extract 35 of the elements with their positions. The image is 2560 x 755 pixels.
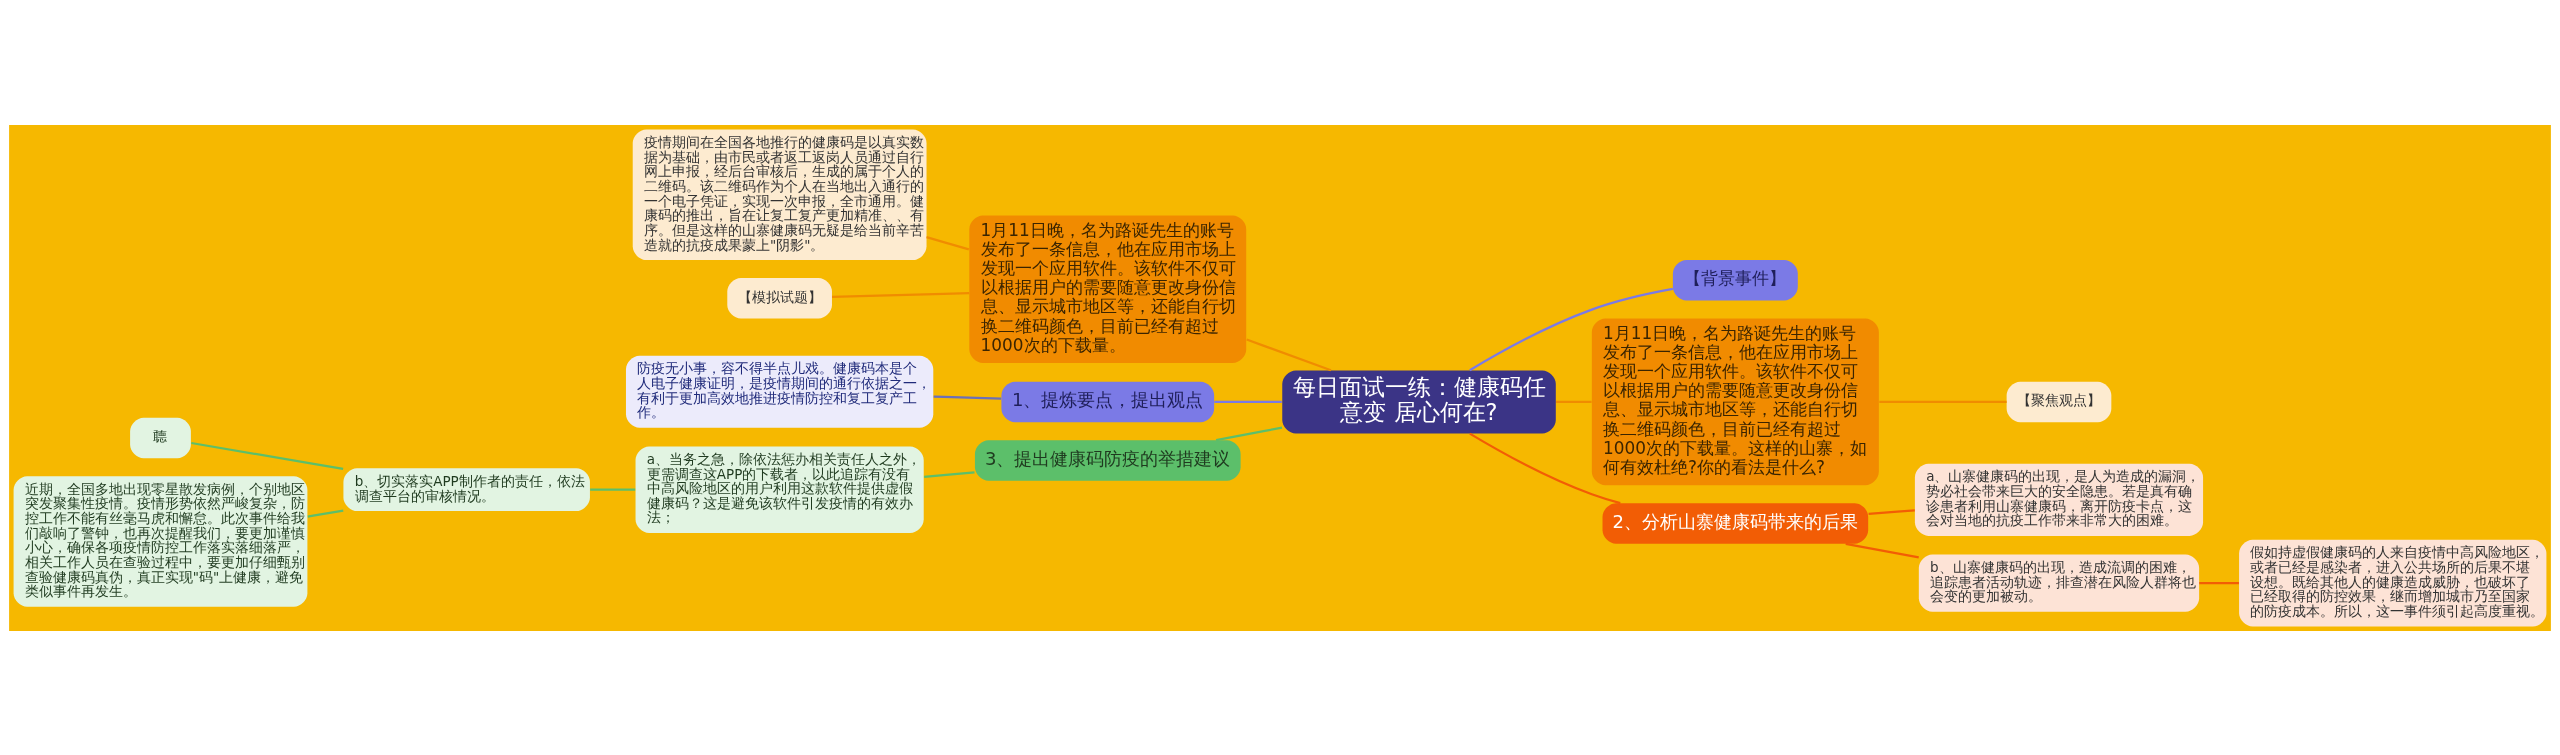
node-box: 【背景事件】 [1672,259,1798,301]
node-box: 聼 [130,417,191,458]
connector [1868,508,1915,515]
node-box: 每日面试一练：健康码任意变 居心何在? [1282,369,1556,433]
connector [1214,400,1282,403]
node-box: 防疫无小事，容不得半点儿戏。健康码本是个人电子健康证明，是疫情期间的通行依据之一，有利于更加高效地推进疫情防控和复工复产工作。 [625,355,934,428]
node-box: 2、分析山寨健康码带来的后果 [1602,502,1869,544]
node-box: 疫情期间在全国各地推行的健康码是以真实数据为基础，由市民或者返工返岗人员通过自行网上申报，经后台审核后，生成的属于个人的二维码。该二维码作为个人在当地出入通行的一个电子凭证，实现一次申报，全市通用。健康码的推出，旨在让复工复产更加精准、、有序。但是这样的山寨健康码无疑是给当前辛苦造就的抗疫成果蒙上"阴影"。 [632,129,927,260]
connector [924,470,975,478]
connector [1246,338,1332,371]
connector [926,235,970,250]
connector [1556,400,1592,403]
node-box: a、当务之急，除依法惩办相关责任人之外，更需调查这APP的下载者，以此追踪有没有中高风险地区的用户利用这款软件提供虚假健康码？这是避免该软件引发疫情的有效办法； [635,445,924,533]
connector [1845,542,1919,558]
node-box: 3、提出健康码防疫的举措建议 [974,439,1241,481]
node-box: 假如持虚假健康码的人来自疫情中高风险地区，或者已经是感染者，进入公共场所的后果不堪设想。既给其他人的健康造成威胁，也破坏了已经取得的防控效果，继而增加城市乃至国家的防疫成本。所以，这一事件须引起高度重视。 [2239,539,2547,626]
connector [590,488,636,491]
connector [933,394,1002,400]
connector [191,441,344,470]
node-box: 【模拟试题】 [727,277,832,319]
connector [1469,432,1621,504]
node-box: b、山寨健康码的出现，造成流调的困难，追踪患者活动轨迹，排查潜在风险人群将也会变的更加被动。 [1918,553,2200,612]
node-box: 1月11日晚，名为路诞先生的账号发布了一条信息，他在应用市场上发现一个应用软件。该软件不仅可以根据用户的需要随意更改身份信息、显示城市地区等，还能自行切换二维码颜色，目前已经有超过1000次的下载量。 [969,215,1247,363]
node-box: a、山寨健康码的出现，是人为造成的漏洞，势必社会带来巨大的安全隐患。若是真有确诊患者利用山寨健康码，离开防疫卡点，这会对当地的抗疫工作带来非常大的困难。 [1914,463,2204,536]
node-box: 1、提炼要点，提出观点 [1001,381,1215,422]
node-box: 1月11日晚，名为路诞先生的账号发布了一条信息，他在应用市场上发现一个应用软件。该软件不仅可以根据用户的需要随意更改身份信息、显示城市地区等，还能自行切换二维码颜色，目前已经有超过1000次的下载量。这样的山寨，如何有效杜绝?你的看法是什么? [1591,318,1879,485]
node-box: b、切实落实APP制作者的责任，依法调查平台的审核情况。 [343,467,590,511]
connector [2199,581,2239,584]
connector [307,508,344,518]
connector [1215,426,1283,441]
connector [1879,400,2007,403]
connector [832,291,970,298]
node-box: 近期，全国多地出现零星散发病例，个别地区突发聚集性疫情。疫情形势依然严峻复杂，防控工作不能有丝毫马虎和懈怠。此次事件给我们敲响了警钟，也再次提醒我们，要更加谨慎小心，确保各项疫情防控工作落实落细落严，相关工作人员在查验过程中，要更加仔细甄别查验健康码真伪，真正实现"码"上健康，避免类似事件再发生。 [13,475,308,607]
node-box: 【聚焦观点】 [2006,381,2112,422]
connector [1469,287,1674,371]
